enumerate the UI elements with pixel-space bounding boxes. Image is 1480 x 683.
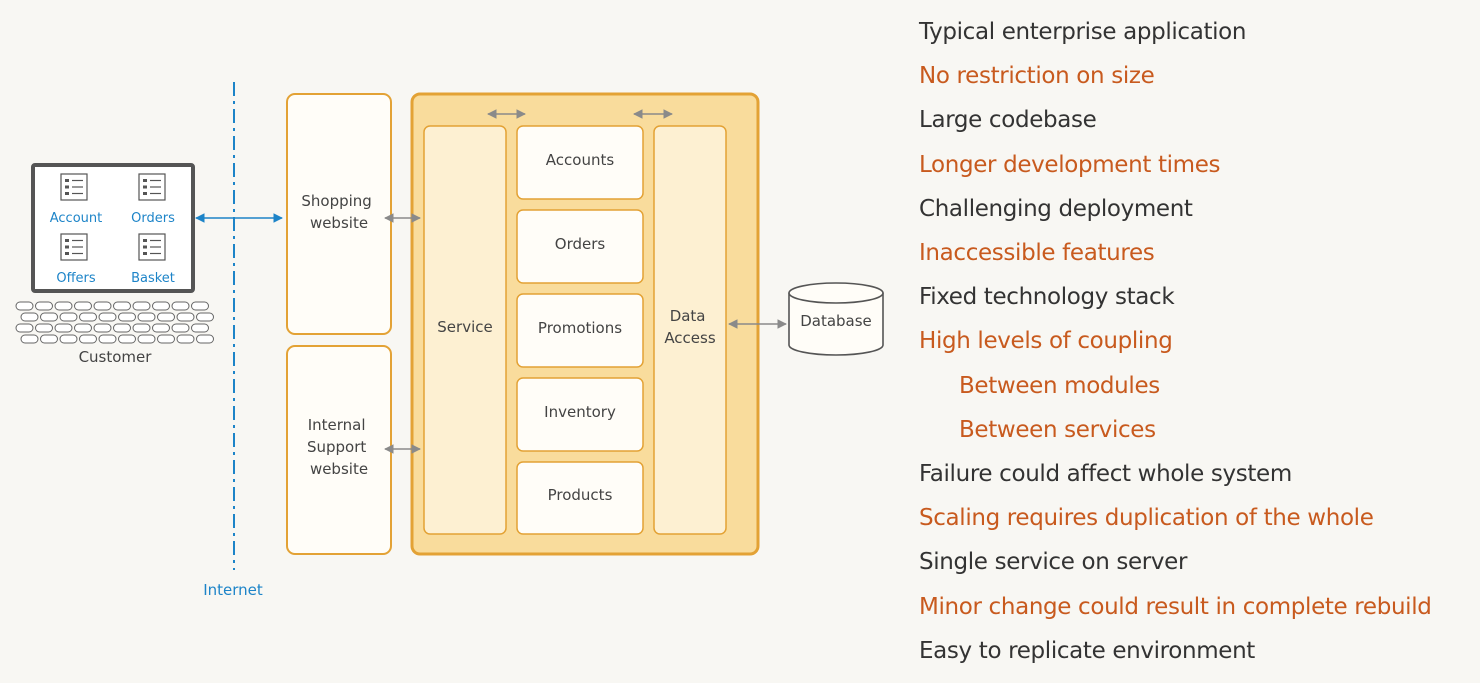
keyboard-key [113, 323, 131, 333]
keyboard-key [93, 323, 112, 333]
modules-column: Accounts Orders Promotions Inventory Pro… [516, 125, 644, 535]
list-item: Challenging deployment [919, 195, 1193, 222]
list-item: Typical enterprise application [919, 19, 1247, 45]
keyboard-key [171, 323, 190, 333]
module-box [516, 377, 644, 452]
keyboard-key [20, 334, 39, 344]
keyboard-key [176, 312, 195, 322]
list-item: Between modules [959, 372, 1160, 399]
module-box [516, 293, 644, 368]
database-icon [788, 282, 884, 356]
keyboard-key [196, 312, 214, 322]
internet-label: Internet [203, 581, 263, 599]
keyboard-key [93, 301, 112, 311]
keyboard-key [157, 312, 175, 322]
customer-label: Customer [79, 348, 153, 366]
keyboard-key [152, 323, 170, 333]
keyboard-key [132, 323, 151, 333]
list-item: Failure could affect whole system [919, 461, 1292, 488]
module-label: Accounts [546, 151, 615, 169]
keyboard-key [118, 312, 136, 322]
keyboard-key [74, 301, 92, 311]
service-column [423, 125, 507, 535]
keyboard-key [171, 301, 190, 311]
module-label: Orders [555, 235, 606, 253]
support-website-label: Internal Support website [307, 416, 371, 478]
database-label: Database [800, 312, 872, 330]
keyboard-key [54, 301, 73, 311]
keyboard-key [191, 301, 209, 311]
list-item: Easy to replicate environment [919, 637, 1255, 664]
list-item: No restriction on size [919, 63, 1155, 90]
keyboard-key [40, 312, 58, 322]
keyboard-key [79, 312, 97, 322]
module-box [516, 461, 644, 535]
keyboard-key [157, 334, 175, 344]
data-access-label: Data Access [664, 307, 716, 347]
data-access-column [653, 125, 727, 535]
list-item: High levels of coupling [919, 328, 1173, 355]
keyboard-key [118, 334, 136, 344]
keyboard-key [176, 334, 195, 344]
customer-icon-label: Offers [56, 271, 96, 286]
keyboard-key [196, 334, 214, 344]
module-box [516, 125, 644, 200]
list-item: Between services [959, 416, 1156, 443]
shopping-website-label: Shopping website [301, 192, 376, 232]
keyboard-key [74, 323, 92, 333]
keyboard-key [152, 301, 170, 311]
offers-icon [60, 233, 88, 261]
module-box [516, 209, 644, 284]
keyboard-key [98, 334, 117, 344]
keyboard-icon [15, 301, 214, 344]
service-label: Service [437, 318, 492, 336]
keyboard-key [15, 301, 34, 311]
keyboard-key [20, 312, 39, 322]
list-item: Fixed technology stack [919, 284, 1175, 311]
module-label: Inventory [544, 403, 616, 421]
keyboard-key [137, 312, 156, 322]
keyboard-key [137, 334, 156, 344]
customer-laptop: Account Orders Offers Basket Customer [15, 163, 214, 366]
customer-icon-label: Basket [131, 271, 175, 286]
list-item: Longer development times [919, 151, 1221, 178]
keyboard-key [40, 334, 58, 344]
keyboard-key [59, 312, 78, 322]
list-item: Scaling requires duplication of the whol… [919, 505, 1374, 532]
list-item: Single service on server [919, 549, 1188, 576]
customer-icon-label: Account [50, 211, 103, 226]
characteristics-list: Typical enterprise application No restric… [919, 10, 1479, 673]
list-item: Large codebase [919, 107, 1097, 134]
keyboard-key [59, 334, 78, 344]
list-item: Minor change could result in complete re… [919, 593, 1432, 620]
keyboard-key [132, 301, 151, 311]
customer-icon-label: Orders [131, 211, 175, 226]
keyboard-key [54, 323, 73, 333]
keyboard-key [191, 323, 209, 333]
orders-icon [138, 173, 166, 201]
module-label: Promotions [538, 319, 622, 337]
account-icon [60, 173, 88, 201]
list-item: Inaccessible features [919, 240, 1155, 267]
module-label: Products [548, 486, 613, 504]
keyboard-key [98, 312, 117, 322]
architecture-diagram: Account Orders Offers Basket Customer In… [15, 82, 884, 599]
keyboard-key [35, 323, 53, 333]
keyboard-key [15, 323, 34, 333]
keyboard-key [113, 301, 131, 311]
keyboard-key [35, 301, 53, 311]
keyboard-key [79, 334, 97, 344]
basket-icon [138, 233, 166, 261]
